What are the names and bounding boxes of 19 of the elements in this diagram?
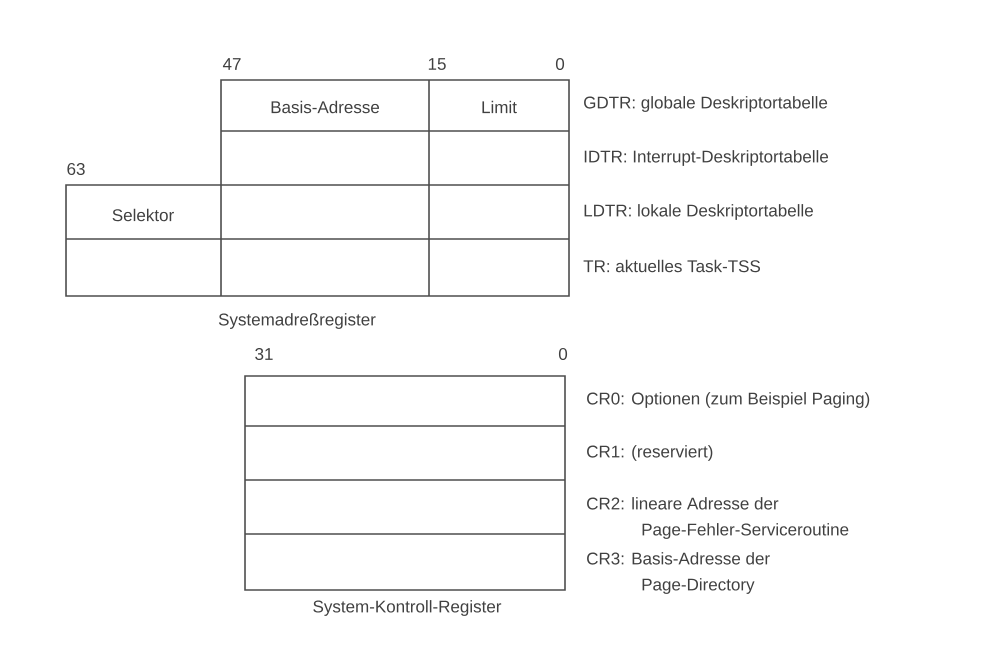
- register-label: CR3: Basis-Adresse der Page-Directory: [587, 552, 770, 594]
- bit-number: 0: [558, 348, 568, 360]
- register-label: CR0: Optionen (zum Beispiel Paging): [587, 392, 870, 408]
- field-label: Selektor: [112, 208, 174, 222]
- table-caption: System-Kontroll-Register: [313, 600, 502, 616]
- register-label: TR: aktuelles Task-TSS: [584, 260, 760, 272]
- field-label: Limit: [482, 100, 517, 114]
- register-label: GDTR: globale Deskriptortabelle: [584, 96, 828, 112]
- bit-number: 63: [67, 162, 85, 176]
- field-label: Basis-Adresse: [272, 100, 380, 114]
- bit-number: 15: [428, 58, 446, 70]
- register-label: LDTR: lokale Deskriptortabelle: [584, 204, 813, 220]
- bit-number: 47: [222, 58, 241, 70]
- bit-number: 0: [556, 58, 564, 70]
- bit-number: 31: [255, 348, 273, 360]
- register-label: IDTR: Interrupt-Deskriptortabelle: [584, 150, 828, 166]
- register-label: CR2: lineare Adresse der Page-Fehler-Serviceroutine: [587, 497, 848, 539]
- table-caption: Systemadreßregister: [218, 313, 376, 329]
- register-label: CR1: (reserviert): [587, 445, 712, 461]
